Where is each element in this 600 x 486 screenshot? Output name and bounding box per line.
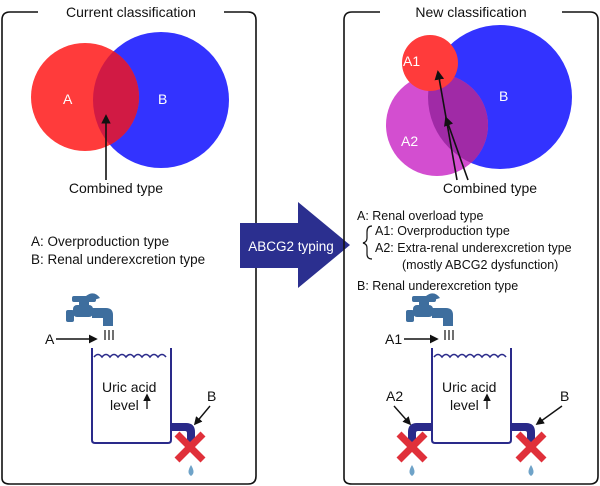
blocked-cross-icon-left [396, 431, 428, 463]
right-panel-title: New classification [415, 4, 526, 20]
drain-pointer-arrow [193, 405, 211, 426]
water-drop-icon [188, 465, 194, 476]
left-panel-title: Current classification [66, 4, 196, 20]
legend-line-a: A: Overproduction type [31, 234, 169, 249]
legend-line-b: B: Renal underexcretion type [31, 252, 205, 267]
right-drain-label: B [560, 388, 569, 404]
drain-pipe [171, 423, 195, 446]
drain-label: B [207, 388, 216, 404]
circle-b-label: B [158, 91, 167, 107]
blocked-cross-icon [174, 431, 206, 463]
legend-line-b: B: Renal underexcretion type [357, 279, 518, 293]
water-flow-lines [104, 330, 114, 340]
tank-text-line2: level [110, 397, 139, 413]
blocked-cross-icon-right [515, 431, 547, 463]
water-surface [93, 353, 167, 359]
faucet-icon [66, 293, 113, 326]
water-flow-lines-right [444, 330, 454, 340]
combined-arrow-a2 [444, 116, 469, 181]
tank [91, 348, 172, 444]
legend-line-a: A: Renal overload type [357, 209, 484, 223]
faucet-icon-right [406, 293, 453, 326]
left-panel: Current classification A B Combined type… [1, 4, 257, 485]
circle-a2-label: A2 [401, 133, 418, 149]
water-drop-icon-left [409, 465, 415, 476]
right-drain-pointer-arrow [535, 405, 563, 425]
typing-arrow: ABCG2 typing [240, 202, 350, 288]
combined-label-right: Combined type [443, 180, 537, 196]
left-panel-frame [1, 11, 257, 485]
tank-text-line1: Uric acid [102, 379, 156, 395]
water-drop-icon-right [528, 465, 534, 476]
combined-label: Combined type [69, 180, 163, 196]
legend-line-a2: A2: Extra-renal underexcretion type [375, 241, 572, 255]
right-panel-frame [343, 11, 599, 485]
overlap-a2-b [428, 74, 488, 169]
right-panel: New classification A1 A2 B Combined type… [343, 4, 599, 485]
tank-text-line2-right: level [450, 397, 479, 413]
tank-text-line1-right: Uric acid [442, 379, 496, 395]
left-drain-label: A2 [386, 388, 403, 404]
circle-a1-label: A1 [403, 53, 420, 69]
water-surface-right [433, 353, 507, 359]
faucet-label: A [45, 331, 55, 347]
legend-line-a1: A1: Overproduction type [375, 224, 510, 238]
legend-brace [362, 225, 373, 260]
legend-line-a2-note: (mostly ABCG2 dysfunction) [402, 258, 558, 272]
typing-arrow-label: ABCG2 typing [248, 239, 334, 254]
tank-right [431, 348, 512, 444]
circle-b-right-label: B [499, 88, 508, 104]
faucet-label-right: A1 [385, 331, 402, 347]
circle-a-label: A [63, 91, 73, 107]
left-drain-pointer-arrow [393, 405, 412, 426]
